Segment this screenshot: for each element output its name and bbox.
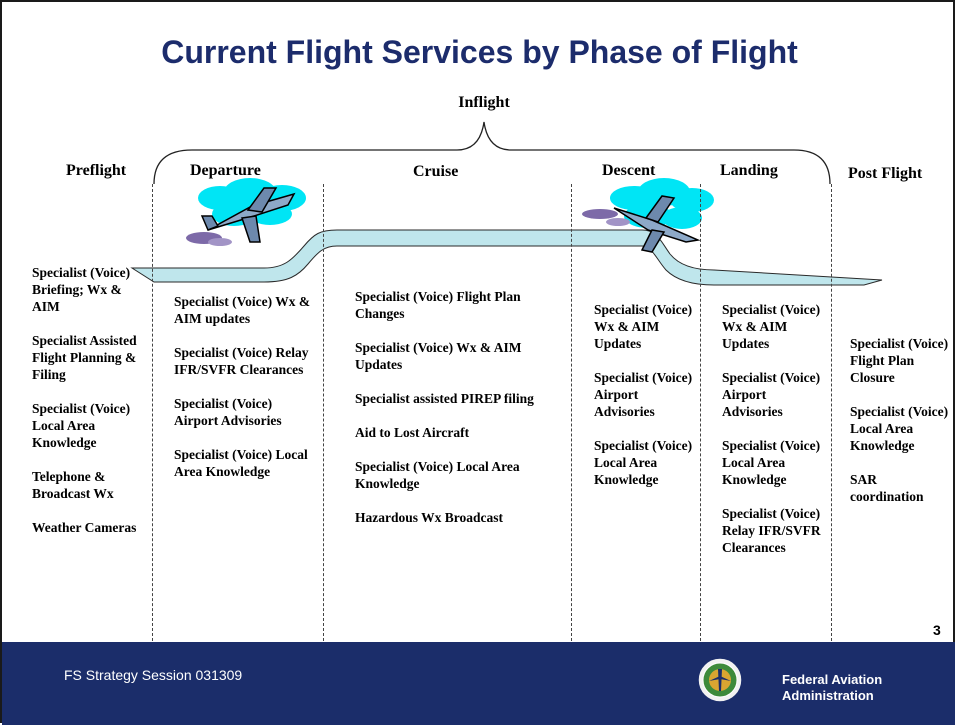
service-item: Specialist (Voice) Briefing; Wx & AIM (32, 265, 131, 314)
service-item: Specialist (Voice) Local Area Knowledge (722, 438, 821, 487)
departure-services: Specialist (Voice) Wx & AIM updates Spec… (174, 293, 314, 497)
service-item: Specialist (Voice) Local Area Knowledge (32, 401, 131, 450)
service-item: Specialist (Voice) Wx & AIM Updates (355, 340, 522, 372)
descent-plane-icon (582, 178, 714, 253)
service-item: Specialist (Voice) Local Area Knowledge (850, 404, 949, 453)
service-item: Specialist (Voice) Flight Plan Changes (355, 289, 521, 321)
phase-landing: Landing (720, 162, 778, 179)
service-item: Specialist (Voice) Flight Plan Closure (850, 336, 949, 385)
service-item: Specialist (Voice) Airport Advisories (722, 370, 821, 419)
phase-divider (571, 184, 572, 641)
phase-descent: Descent (602, 162, 656, 179)
service-item: Specialist (Voice) Local Area Knowledge (594, 438, 693, 487)
service-item: Specialist (Voice) Local Area Knowledge (174, 447, 308, 479)
phase-preflight: Preflight (66, 162, 127, 179)
service-item: Weather Cameras (32, 520, 137, 535)
service-item: Telephone & Broadcast Wx (32, 469, 114, 501)
service-item: Aid to Lost Aircraft (355, 425, 470, 440)
landing-services: Specialist (Voice) Wx & AIM Updates Spec… (722, 301, 822, 573)
service-item: Specialist (Voice) Relay IFR/SVFR Cleara… (722, 506, 821, 555)
phase-divider (152, 184, 153, 641)
phase-postflight: Post Flight (848, 165, 923, 182)
postflight-services: Specialist (Voice) Flight Plan Closure S… (850, 335, 950, 522)
faa-name: Federal Aviation Administration (782, 672, 882, 704)
departure-plane-icon (186, 178, 306, 246)
inflight-label: Inflight (458, 94, 510, 111)
service-item: Specialist (Voice) Airport Advisories (174, 396, 282, 428)
page-title: Current Flight Services by Phase of Flig… (161, 34, 798, 70)
service-item: Specialist (Voice) Relay IFR/SVFR Cleara… (174, 345, 309, 377)
cruise-services: Specialist (Voice) Flight Plan Changes S… (355, 288, 555, 543)
phase-divider (700, 184, 701, 641)
phase-cruise: Cruise (413, 163, 459, 180)
service-item: Hazardous Wx Broadcast (355, 510, 504, 525)
faa-name-line2: Administration (782, 688, 874, 703)
phase-divider (831, 184, 832, 641)
phase-departure: Departure (190, 162, 261, 179)
phase-divider (323, 184, 324, 641)
service-item: Specialist (Voice) Wx & AIM updates (174, 294, 311, 326)
service-item: Specialist (Voice) Wx & AIM Updates (722, 302, 821, 351)
service-item: Specialist assisted PIREP filing (355, 391, 534, 406)
footer-bar (2, 642, 955, 725)
faa-seal-icon (697, 657, 743, 703)
service-item: Specialist Assisted Flight Planning & Fi… (32, 333, 137, 382)
page-number: 3 (933, 622, 941, 638)
inflight-brace (153, 121, 831, 185)
service-item: SAR coordination (850, 472, 924, 504)
footer-session-label: FS Strategy Session 031309 (64, 667, 243, 683)
flight-diagram (130, 121, 883, 286)
service-item: Specialist (Voice) Local Area Knowledge (355, 459, 520, 491)
flight-path (130, 229, 883, 286)
preflight-services: Specialist (Voice) Briefing; Wx & AIM Sp… (32, 264, 144, 553)
service-item: Specialist (Voice) Airport Advisories (594, 370, 693, 419)
descent-services: Specialist (Voice) Wx & AIM Updates Spec… (594, 301, 696, 505)
faa-name-line1: Federal Aviation (782, 672, 883, 687)
service-item: Specialist (Voice) Wx & AIM Updates (594, 302, 693, 351)
